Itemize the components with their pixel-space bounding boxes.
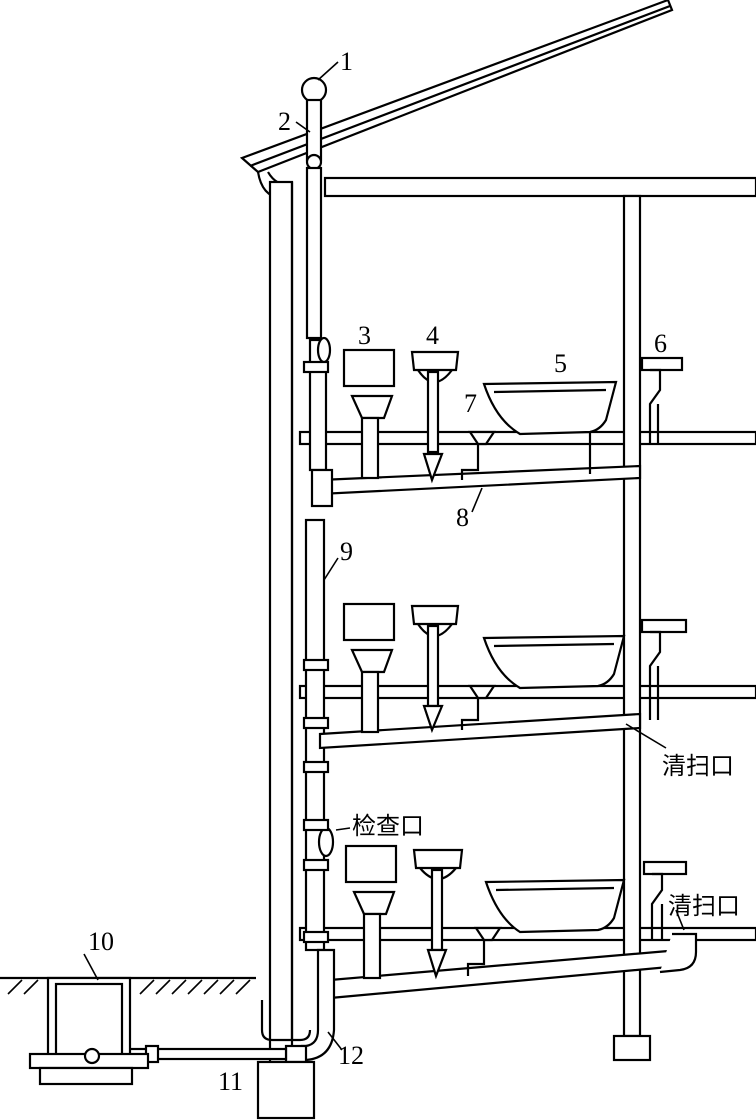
label-inspection-port: 检查口 xyxy=(352,812,424,840)
interior-columns xyxy=(612,194,652,1062)
label-cleanout-middle: 清扫口 xyxy=(662,752,734,780)
label-2: 2 xyxy=(278,107,291,136)
vent-stack xyxy=(305,166,328,472)
label-cleanout-ground: 清扫口 xyxy=(668,892,740,920)
label-7: 7 xyxy=(464,389,477,418)
label-10: 10 xyxy=(88,927,114,956)
label-8: 8 xyxy=(456,503,469,532)
label-1: 1 xyxy=(340,47,353,76)
label-12: 12 xyxy=(338,1041,364,1070)
vent-cap xyxy=(300,76,328,171)
label-11: 11 xyxy=(218,1067,243,1096)
label-4: 4 xyxy=(426,321,439,350)
leader-lines xyxy=(83,61,685,1051)
label-9: 9 xyxy=(340,537,353,566)
inspection-well xyxy=(0,976,256,1086)
label-3: 3 xyxy=(358,321,371,350)
ground-floor-fixtures xyxy=(328,844,698,1000)
outlet-pipe xyxy=(98,948,336,1120)
middle-floor-fixtures xyxy=(318,602,688,750)
label-5: 5 xyxy=(554,349,567,378)
drain-stack xyxy=(302,336,335,952)
label-6: 6 xyxy=(654,329,667,358)
top-floor-fixtures xyxy=(310,348,684,508)
